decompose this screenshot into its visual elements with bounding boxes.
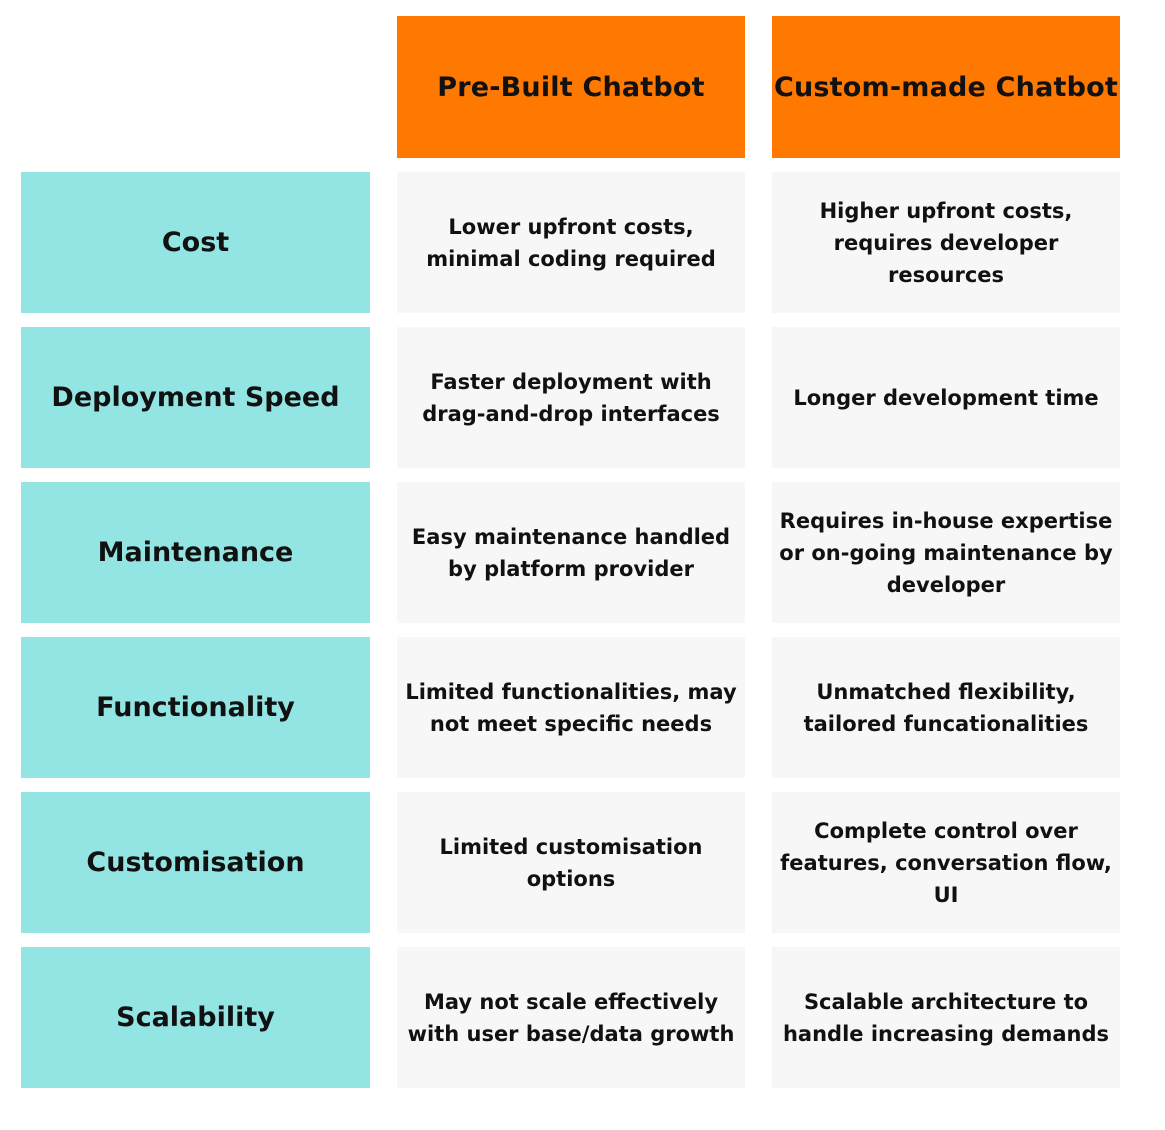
cell-custom-cost: Higher upfront costs, requires developer… — [772, 172, 1120, 313]
cell-custom-customisation: Complete control over features, conversa… — [772, 792, 1120, 933]
cell-custom-functionality: Unmatched flexibility, tailored funcatio… — [772, 637, 1120, 778]
row-label-scalability: Scalability — [21, 947, 370, 1088]
header-custom-made-chatbot: Custom-made Chatbot — [772, 16, 1120, 158]
cell-prebuilt-functionality: Limited functionalities, may not meet sp… — [397, 637, 745, 778]
cell-prebuilt-scalability: May not scale effectively with user base… — [397, 947, 745, 1088]
row-label-maintenance: Maintenance — [21, 482, 370, 623]
header-prebuilt-chatbot: Pre-Built Chatbot — [397, 16, 745, 158]
cell-custom-deployment-speed: Longer development time — [772, 327, 1120, 468]
cell-prebuilt-maintenance: Easy maintenance handled by platform pro… — [397, 482, 745, 623]
cell-custom-scalability: Scalable architecture to handle increasi… — [772, 947, 1120, 1088]
cell-prebuilt-deployment-speed: Faster deployment with drag-and-drop int… — [397, 327, 745, 468]
row-label-cost: Cost — [21, 172, 370, 313]
cell-custom-maintenance: Requires in-house expertise or on-going … — [772, 482, 1120, 623]
cell-prebuilt-cost: Lower upfront costs, minimal coding requ… — [397, 172, 745, 313]
row-label-functionality: Functionality — [21, 637, 370, 778]
cell-prebuilt-customisation: Limited customisation options — [397, 792, 745, 933]
row-label-deployment-speed: Deployment Speed — [21, 327, 370, 468]
row-label-customisation: Customisation — [21, 792, 370, 933]
